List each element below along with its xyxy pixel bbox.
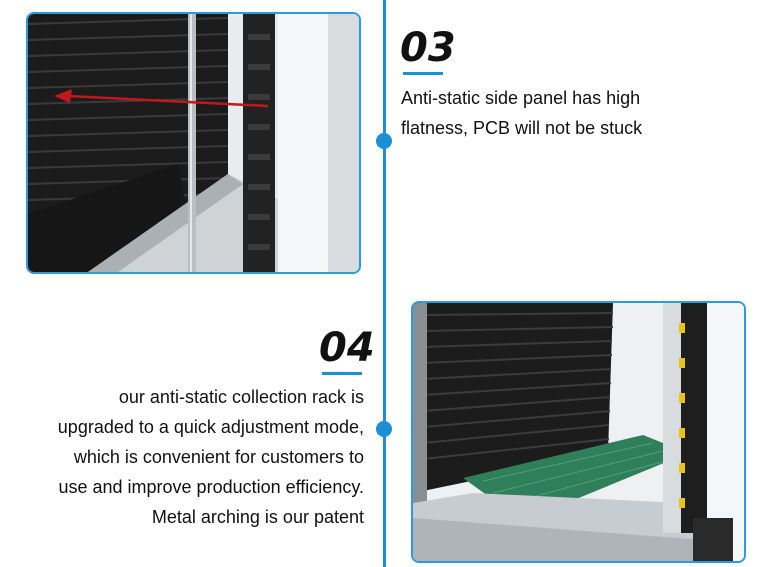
side-panel-photo xyxy=(26,12,361,274)
step-underline-03 xyxy=(403,72,443,75)
step-number-04: 04 xyxy=(319,325,375,371)
description-line: use and improve production efficiency. xyxy=(58,477,364,497)
description-line: flatness, PCB will not be stuck xyxy=(401,118,643,138)
step-description-03: Anti-static side panel has high flatness… xyxy=(401,83,741,143)
description-line: Metal arching is our patent xyxy=(151,507,364,527)
step-underline-04 xyxy=(322,372,362,375)
description-line: our anti-static collection rack is xyxy=(118,387,364,407)
description-line: which is convenient for customers to xyxy=(73,447,364,467)
description-line: upgraded to a quick adjustment mode, xyxy=(57,417,364,437)
rack-pcb-photo xyxy=(411,301,746,563)
step-number-03: 03 xyxy=(400,25,456,71)
timeline-line xyxy=(383,0,386,567)
step-description-04: our anti-static collection rack is upgra… xyxy=(4,382,364,532)
timeline-dot-03 xyxy=(376,133,392,149)
timeline-dot-04 xyxy=(376,421,392,437)
description-line: Anti-static side panel has high xyxy=(401,88,641,108)
